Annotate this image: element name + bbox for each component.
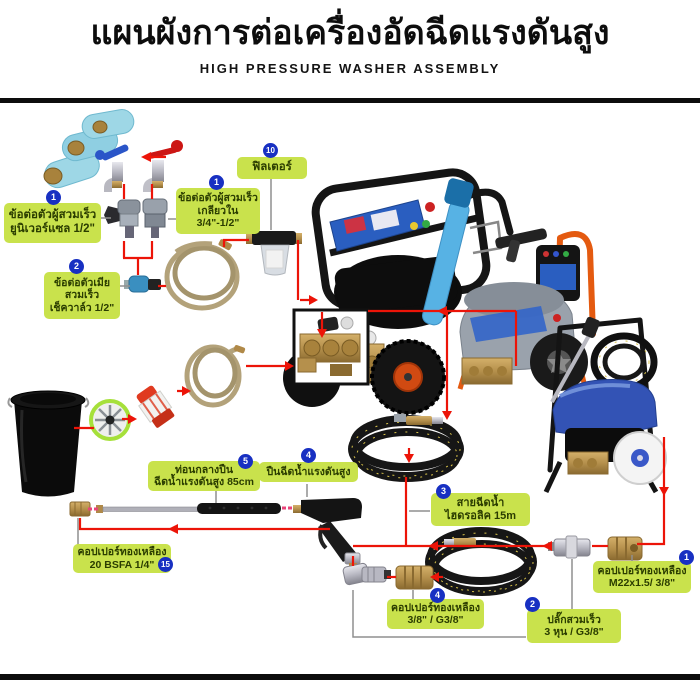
step-badge: 3 xyxy=(436,484,451,499)
step-badge: 4 xyxy=(301,448,316,463)
step-badge: 5 xyxy=(238,454,253,469)
step-badge: 4 xyxy=(430,588,445,603)
label-male-thread-coupler: 1 ข้อต่อตัวผู้สวมเร็ว เกลียวใน 3/4"-1/2" xyxy=(176,175,260,234)
suction-hose-coil xyxy=(184,344,246,408)
quick-coupler-elbow-silver xyxy=(342,562,391,586)
page-subtitle: HIGH PRESSURE WASHER ASSEMBLY xyxy=(199,61,501,76)
label-filter: 10 ฟิลเตอร์ xyxy=(237,143,307,179)
female-quick-connector xyxy=(124,275,161,293)
label-male-universal-coupler: 1 ข้อต่อตัวผู้สวมเร็ว ยูนิเวอร์แซล 1/2" xyxy=(4,190,101,243)
coupling-dashes xyxy=(88,506,292,511)
hp-hose-coil-1 xyxy=(348,414,464,482)
bottom-divider xyxy=(0,674,700,680)
step-badge: 15 xyxy=(158,557,173,572)
step-badge: 1 xyxy=(679,550,694,565)
step-badge: 1 xyxy=(46,190,61,205)
page-title: แผนผังการต่อเครื่องอัดฉีดแรงดันสูง xyxy=(90,14,610,52)
label-quick-plug: 2 ปลั๊กสวมเร็ว 3 หุน / G3/8" xyxy=(525,597,621,643)
label-lance-extension: 5 ท่อนกลางปืน ฉีดน้ำแรงดันสูง 85cm xyxy=(148,454,260,491)
header: แผนผังการต่อเครื่องอัดฉีดแรงดันสูง HIGH … xyxy=(0,8,700,76)
label-copper-g38: 4 คอปเปอร์ทองเหลือง 3/8" / G3/8" xyxy=(387,588,484,629)
garden-hose-coil xyxy=(164,239,240,311)
hp-hose-coil-2 xyxy=(425,527,537,596)
step-badge: 2 xyxy=(69,259,84,274)
red-flow-lines xyxy=(74,155,666,579)
label-hydraulic-hose: 3 สายฉีดน้ำ ไฮดรอลิค 15m xyxy=(431,484,530,526)
quick-connector-tap-1 xyxy=(104,199,141,238)
top-divider xyxy=(0,98,700,103)
quick-connector-tap-2 xyxy=(142,198,168,238)
label-pointer-lines xyxy=(77,179,633,638)
inlet-filter xyxy=(246,231,302,276)
step-badge: 10 xyxy=(263,143,278,158)
pump-zoom-inset xyxy=(292,308,370,386)
lance-extension xyxy=(69,501,281,517)
brass-coupler-g38 xyxy=(395,565,434,590)
water-bucket xyxy=(7,390,90,497)
brass-coupler-m22 xyxy=(607,536,643,561)
pressure-washer-blue xyxy=(543,316,667,494)
label-copper-bsfa: 15 คอปเปอร์ทองเหลือง 20 BSFA 1/4" xyxy=(73,544,173,573)
red-faucet xyxy=(143,140,183,192)
flow-arrowheads xyxy=(128,152,669,582)
foot-valve-strainer xyxy=(136,385,175,428)
label-female-check-valve: 2 ข้อต่อตัวเมีย สวมเร็ว เช็ควาล์ว 1/2" xyxy=(44,259,120,319)
blue-faucet xyxy=(95,144,129,192)
step-badge: 1 xyxy=(209,175,224,190)
label-copper-m22: 1 คอปเปอร์ทองเหลือง M22x1.5/ 3/8" xyxy=(593,550,694,593)
label-spray-gun: 4 ปืนฉีดน้ำแรงดันสูง xyxy=(259,448,358,482)
step-badge: 2 xyxy=(525,597,540,612)
